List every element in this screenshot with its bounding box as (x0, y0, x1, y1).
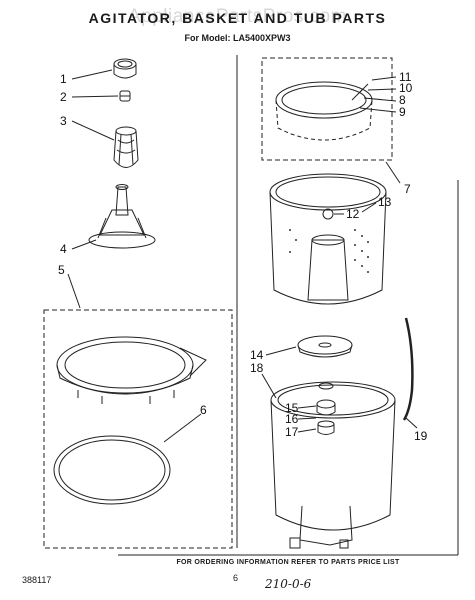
document-number: 388117 (22, 575, 52, 585)
seal-stack (316, 382, 336, 435)
callout-2: 2 (60, 90, 67, 104)
basket-top-ring (275, 81, 373, 141)
tub-ring (56, 336, 207, 404)
callout-16: 16 (285, 412, 299, 426)
page-number: 6 (233, 573, 239, 583)
callout-18: 18 (250, 361, 264, 375)
ordering-note: FOR ORDERING INFORMATION REFER TO PARTS … (176, 559, 400, 566)
callout-14: 14 (250, 348, 264, 362)
tub-ring-box (43, 309, 233, 549)
agitator-auger (113, 126, 139, 168)
callout-6: 6 (200, 403, 207, 417)
callout-12: 12 (346, 207, 360, 221)
handwritten-note: 210-0-6 (265, 577, 312, 591)
spin-basket (269, 173, 387, 305)
watermark: AppliancePartsPros.com (127, 6, 348, 27)
callout-7: 7 (404, 182, 411, 196)
callout-19: 19 (414, 429, 428, 443)
tub-gasket (53, 435, 171, 505)
callout-11: 11 (399, 70, 412, 84)
callout-3: 3 (60, 114, 67, 128)
basket-perforations (289, 229, 369, 273)
agitator-dogs (119, 90, 131, 102)
callout-17: 17 (285, 425, 299, 439)
diagram-title: AGITATOR, BASKET AND TUB PARTS (88, 10, 387, 26)
basket-hub (297, 335, 353, 358)
callout-4: 4 (60, 242, 67, 256)
callout-numbers: 1 2 3 4 5 6 7 8 9 10 11 12 13 14 15 16 1… (58, 70, 428, 443)
model-number: For Model: LA5400XPW3 (184, 33, 291, 43)
callout-1: 1 (60, 72, 67, 86)
drain-hose (402, 317, 414, 421)
outer-tub (270, 381, 396, 549)
agitator-base (88, 184, 156, 249)
balance-ring-box (261, 57, 393, 161)
callout-8: 8 (399, 93, 406, 107)
agitator-cap (113, 58, 137, 79)
callout-9: 9 (399, 105, 406, 119)
callout-15: 15 (285, 401, 299, 415)
leader-lines (67, 69, 418, 443)
callout-5: 5 (58, 263, 65, 277)
callout-13: 13 (378, 195, 392, 209)
callout-10: 10 (399, 81, 413, 95)
